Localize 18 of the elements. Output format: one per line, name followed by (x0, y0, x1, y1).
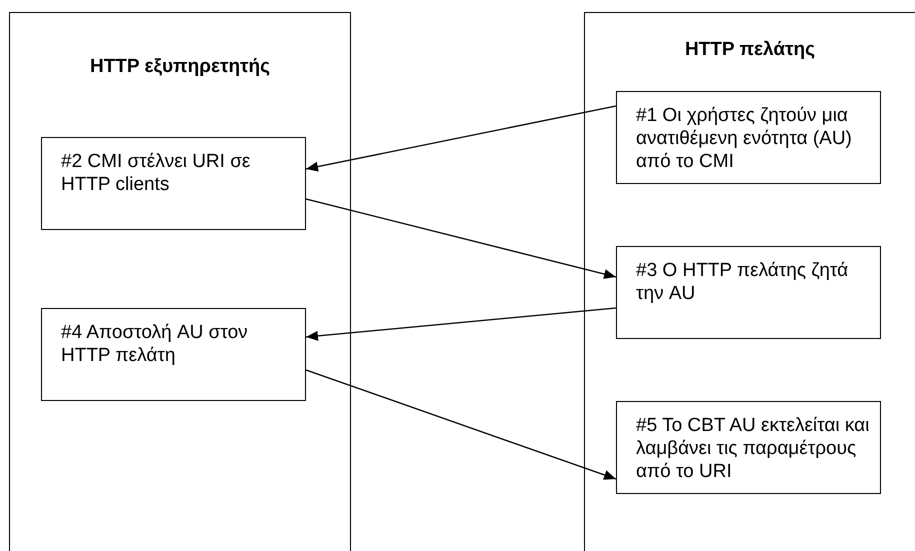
lane-heading: HTTP πελάτης (684, 38, 816, 61)
swimlane-panel (584, 12, 915, 551)
step-text: #1 Οι χρήστες ζητούν μια ανατιθέμενη ενότητα (AU) από το CMI (636, 104, 853, 173)
process-box (616, 401, 881, 494)
process-box (616, 91, 881, 184)
process-box (41, 308, 306, 401)
step-text: #4 Αποστολή AU στον HTTP πελάτη (61, 321, 249, 367)
process-box (616, 246, 881, 339)
step-text: #3 Ο HTTP πελάτης ζητά την AU (636, 259, 850, 305)
step-text: #5 Το CBT AU εκτελείται και λαμβάνει τις παραμέτρους από το URI (636, 414, 870, 483)
arrow (306, 369, 616, 480)
step-text: #2 CMI στέλνει URI σε HTTP clients (61, 150, 252, 196)
process-box (41, 137, 306, 230)
swimlane-panel (9, 12, 351, 551)
arrow (306, 198, 616, 279)
arrow (306, 105, 616, 172)
arrow (306, 307, 616, 341)
lane-heading: HTTP εξυπηρετητής (88, 55, 272, 78)
